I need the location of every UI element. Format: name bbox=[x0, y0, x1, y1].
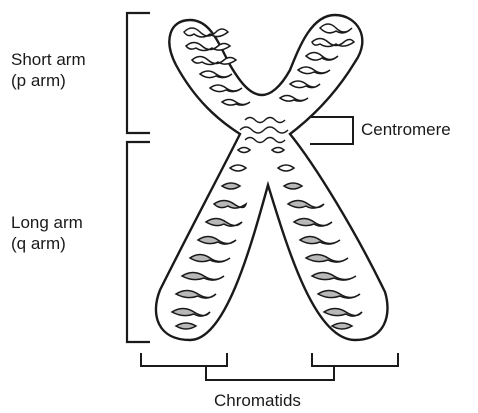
long-arm-bracket bbox=[127, 142, 150, 342]
short-arm-bracket bbox=[127, 13, 150, 133]
chromatid-right-bracket bbox=[312, 353, 398, 366]
short-arm-label-line1: Short arm bbox=[11, 49, 86, 70]
chromatid-left-bracket bbox=[141, 353, 227, 366]
long-arm-label: Long arm (q arm) bbox=[11, 212, 83, 254]
short-arm-label-line2: (p arm) bbox=[11, 70, 86, 91]
centromere-label: Centromere bbox=[361, 119, 451, 140]
short-arm-label: Short arm (p arm) bbox=[11, 49, 86, 91]
chromatids-connector bbox=[206, 366, 334, 380]
chromatids-label: Chromatids bbox=[214, 390, 301, 411]
centromere-bracket bbox=[310, 117, 353, 144]
long-arm-label-line1: Long arm bbox=[11, 212, 83, 233]
long-arm-label-line2: (q arm) bbox=[11, 233, 83, 254]
